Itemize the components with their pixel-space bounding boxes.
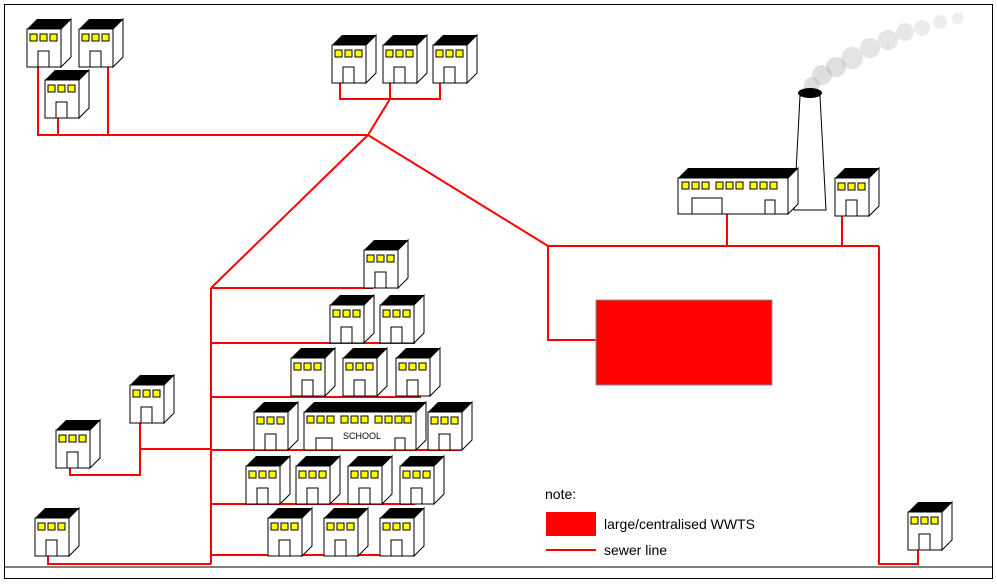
- house: [253, 401, 299, 451]
- house: [399, 455, 445, 505]
- house: [907, 501, 953, 551]
- diagram-frame: [4, 4, 993, 579]
- house: [34, 507, 80, 557]
- house: [26, 18, 72, 68]
- house: [329, 294, 375, 344]
- house: [834, 167, 880, 217]
- house: [347, 455, 393, 505]
- house: [379, 507, 425, 557]
- house: [427, 401, 473, 451]
- house: [129, 374, 175, 424]
- sewer-line-bottom: [47, 556, 211, 565]
- house: [382, 34, 428, 84]
- smoke: [804, 12, 964, 93]
- house: [363, 239, 409, 289]
- house: [245, 455, 291, 505]
- sewer-network: [37, 55, 919, 565]
- school-label: SCHOOL: [343, 431, 381, 441]
- sewer-line-diagonal-left: [210, 134, 369, 289]
- house: [342, 347, 388, 397]
- school-building: SCHOOL: [303, 400, 427, 452]
- legend: note: large/centralised WWTS sewer line: [545, 486, 755, 558]
- house: [44, 69, 90, 119]
- house: [290, 347, 336, 397]
- house: [78, 18, 124, 68]
- wwts-plant: [595, 299, 773, 386]
- sewer-line-diagonal-right: [367, 134, 549, 247]
- legend-swatch-wwts: [546, 512, 596, 536]
- house: [432, 34, 478, 84]
- house: [395, 347, 441, 397]
- house: [295, 455, 341, 505]
- sewer-line-to-wwts: [547, 246, 596, 341]
- legend-label-wwts: large/centralised WWTS: [604, 516, 755, 532]
- house: [323, 507, 369, 557]
- legend-title: note:: [545, 486, 576, 502]
- house: [379, 294, 425, 344]
- house: [267, 507, 313, 557]
- legend-label-sewer: sewer line: [604, 542, 667, 558]
- factory-building: [677, 12, 964, 216]
- sewer-line-topleft: [37, 55, 368, 136]
- house: [331, 34, 377, 84]
- house: [55, 419, 101, 469]
